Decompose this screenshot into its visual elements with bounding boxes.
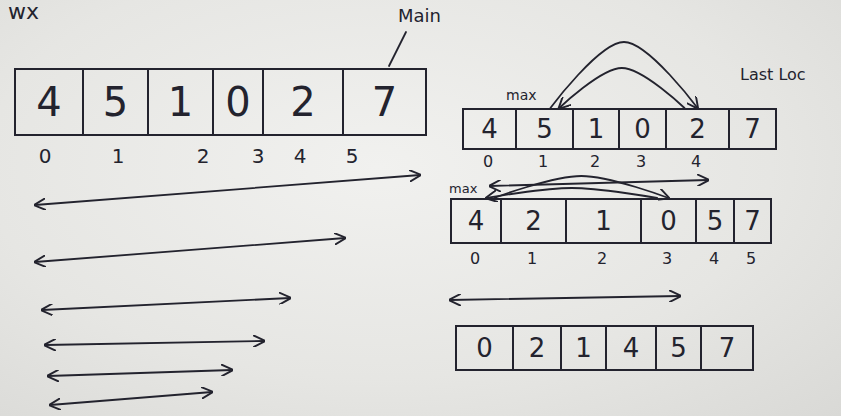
array-cell: 2 xyxy=(512,325,562,371)
index-number: 3 xyxy=(252,145,265,167)
index-number: 5 xyxy=(346,145,359,167)
index-number: 3 xyxy=(636,153,646,171)
index-number: 0 xyxy=(470,250,480,268)
index-number: 0 xyxy=(39,145,52,167)
array-cell: 5 xyxy=(515,108,574,150)
note-label: max xyxy=(449,182,477,196)
range-arrow xyxy=(35,238,345,262)
swap-arrow xyxy=(550,42,697,108)
cell-value: 2 xyxy=(290,82,315,122)
note-label: wx xyxy=(8,0,39,24)
index-number: 4 xyxy=(709,250,719,268)
cell-value: 5 xyxy=(707,208,724,234)
cell-value: 5 xyxy=(670,335,687,361)
swap-arrow xyxy=(486,188,657,198)
range-arrow xyxy=(42,298,290,310)
array-cell: 4 xyxy=(14,68,84,136)
array-cell: 1 xyxy=(560,325,607,371)
index-number: 1 xyxy=(112,145,125,167)
cell-value: 7 xyxy=(744,208,761,234)
cell-value: 4 xyxy=(481,116,498,142)
array-cell: 1 xyxy=(147,68,214,136)
cell-value: 0 xyxy=(660,208,677,234)
cell-value: 2 xyxy=(529,335,546,361)
cell-value: 0 xyxy=(225,82,250,122)
cell-value: 7 xyxy=(372,82,397,122)
array-cell: 7 xyxy=(728,108,777,150)
cell-value: 1 xyxy=(588,116,605,142)
array-cell: 1 xyxy=(565,198,642,244)
array-cell: 7 xyxy=(342,68,427,136)
index-number: 5 xyxy=(746,250,756,268)
array-cell: 0 xyxy=(640,198,697,244)
range-arrow xyxy=(45,341,264,345)
cell-value: 5 xyxy=(536,116,553,142)
range-arrow xyxy=(450,296,680,300)
array-cell: 5 xyxy=(695,198,735,244)
array-cell: 2 xyxy=(262,68,344,136)
swap-arrow xyxy=(559,68,684,108)
array-cell: 4 xyxy=(605,325,657,371)
range-arrow xyxy=(490,180,708,186)
index-number: 1 xyxy=(527,250,537,268)
cell-value: 4 xyxy=(36,82,61,122)
cell-value: 1 xyxy=(595,208,612,234)
cell-value: 2 xyxy=(525,208,542,234)
cell-value: 5 xyxy=(103,82,128,122)
cell-value: 7 xyxy=(719,335,736,361)
array-cell: 0 xyxy=(455,325,514,371)
cell-value: 0 xyxy=(634,116,651,142)
range-arrow xyxy=(35,175,420,205)
array-cell: 1 xyxy=(572,108,620,150)
array-cell: 5 xyxy=(655,325,702,371)
index-number: 2 xyxy=(597,250,607,268)
index-number: 3 xyxy=(662,250,672,268)
array-cell: 4 xyxy=(450,198,502,244)
cell-value: 4 xyxy=(623,335,640,361)
range-arrow xyxy=(50,392,212,405)
index-number: 4 xyxy=(294,145,307,167)
array-cell: 7 xyxy=(700,325,754,371)
note-label: max xyxy=(506,88,537,103)
array-cell: 4 xyxy=(462,108,517,150)
cell-value: 0 xyxy=(476,335,493,361)
note-label: Last Loc xyxy=(740,66,806,84)
index-number: 2 xyxy=(197,145,210,167)
index-number: 2 xyxy=(590,153,600,171)
cell-value: 4 xyxy=(468,208,485,234)
array-cell: 0 xyxy=(618,108,667,150)
cell-value: 1 xyxy=(575,335,592,361)
note-label: Main xyxy=(398,6,441,26)
cell-value: 7 xyxy=(744,116,761,142)
index-number: 1 xyxy=(538,153,548,171)
array-cell: 2 xyxy=(665,108,730,150)
cell-value: 2 xyxy=(689,116,706,142)
array-cell: 0 xyxy=(212,68,264,136)
cell-value: 1 xyxy=(168,82,193,122)
array-cell: 2 xyxy=(500,198,567,244)
array-cell: 5 xyxy=(82,68,149,136)
index-number: 4 xyxy=(691,153,701,171)
index-number: 0 xyxy=(483,153,493,171)
array-cell: 7 xyxy=(733,198,772,244)
leader-line xyxy=(389,32,406,66)
range-arrow xyxy=(48,370,232,376)
